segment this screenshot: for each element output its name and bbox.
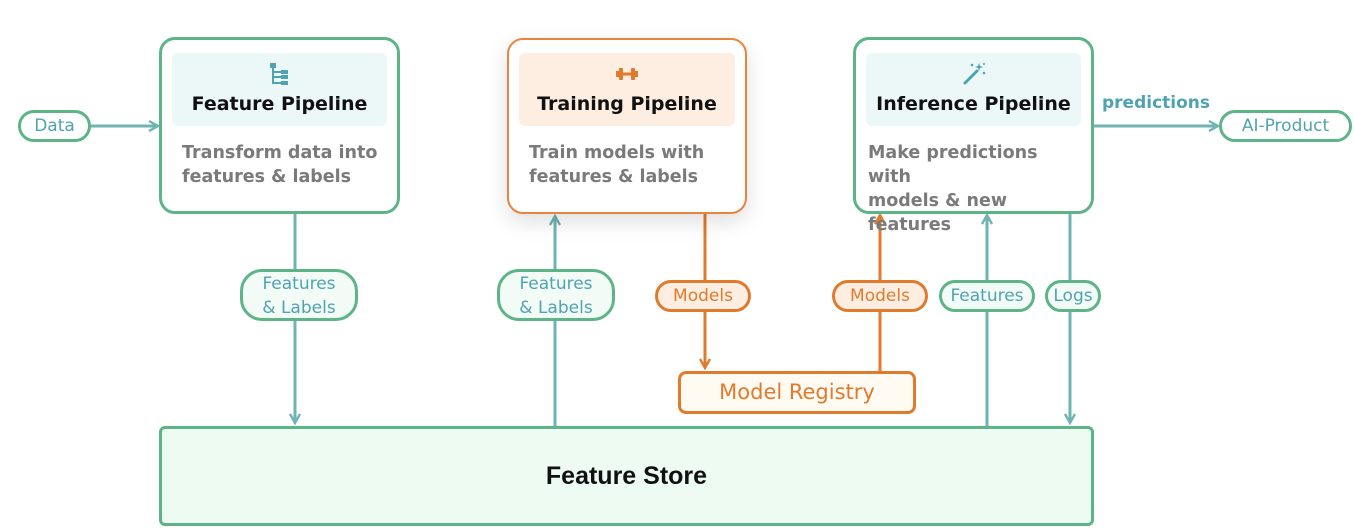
edge-label-features-labels-out: Features & Labels: [240, 269, 358, 321]
feature-pipeline-desc-line2: features & labels: [182, 167, 352, 187]
dumbbell-icon: [616, 68, 638, 80]
models-in-label: Models: [850, 286, 910, 306]
training-pipeline-header: Training Pipeline: [519, 53, 735, 126]
feature-pipeline-title: Feature Pipeline: [191, 93, 368, 115]
ai-product-node: AI-Product: [1219, 110, 1352, 142]
edge-label-features-labels-in: Features & Labels: [497, 269, 615, 321]
model-registry-box: Model Registry: [678, 371, 916, 414]
magic-wand-icon: [963, 63, 985, 85]
training-pipeline-description: Train models with features & labels: [529, 141, 735, 189]
inference-pipeline-box: Inference Pipeline Make predictions with…: [853, 37, 1094, 235]
inference-pipeline-desc-line2: models & new features: [868, 191, 1008, 235]
feature-pipeline-desc-line1: Transform data into: [182, 143, 378, 163]
data-node: Data: [18, 110, 91, 142]
training-pipeline-desc-line2: features & labels: [529, 167, 699, 187]
features-labels-in-line1: Features: [519, 274, 593, 294]
models-out-label: Models: [673, 286, 733, 306]
features-labels-out-line2: & Labels: [262, 298, 336, 318]
feature-store-box: Feature Store: [159, 426, 1094, 526]
predictions-label: predictions: [1102, 93, 1211, 113]
edge-label-features: Features: [939, 280, 1035, 312]
features-labels-out-line1: Features: [262, 274, 336, 294]
training-pipeline-title: Training Pipeline: [537, 93, 717, 115]
tree-structure-icon: [269, 63, 288, 85]
training-pipeline-desc-line1: Train models with: [529, 143, 705, 163]
inference-pipeline-header: Inference Pipeline: [866, 53, 1081, 126]
inference-pipeline-description: Make predictions with models & new featu…: [868, 141, 1081, 237]
training-pipeline-box: Training Pipeline Train models with feat…: [507, 38, 747, 214]
inference-pipeline-desc-line1: Make predictions with: [868, 143, 1038, 187]
edge-label-models-in: Models: [832, 280, 928, 312]
inference-pipeline-title: Inference Pipeline: [876, 93, 1071, 115]
features-labels-in-line2: & Labels: [519, 298, 593, 318]
logs-label: Logs: [1053, 286, 1093, 306]
edge-label-models-out: Models: [655, 280, 751, 312]
feature-pipeline-box: Feature Pipeline Transform data into fea…: [159, 37, 400, 214]
edge-label-logs: Logs: [1045, 280, 1101, 312]
features-label: Features: [950, 286, 1024, 306]
ai-product-label: AI-Product: [1241, 116, 1330, 136]
feature-pipeline-header: Feature Pipeline: [172, 53, 387, 126]
data-label: Data: [34, 116, 75, 136]
feature-pipeline-description: Transform data into features & labels: [182, 141, 387, 189]
